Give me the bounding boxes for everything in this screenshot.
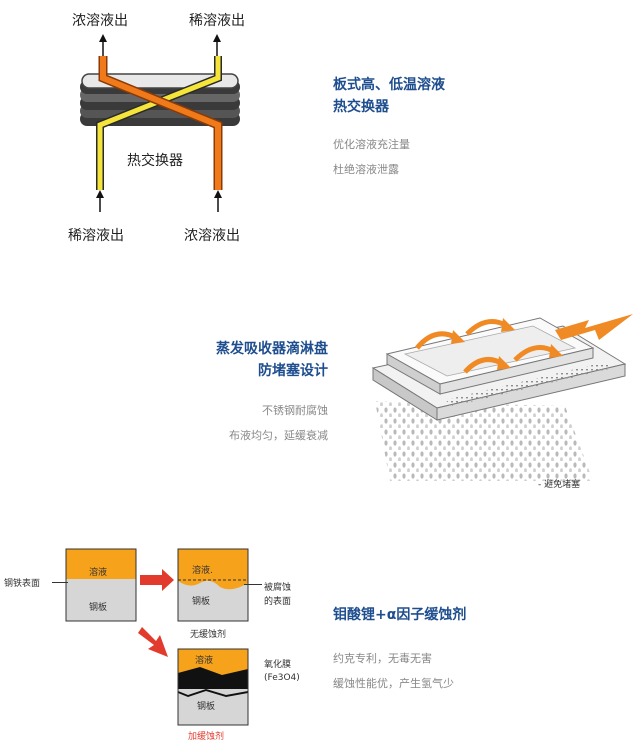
corrosion-graphic	[65, 548, 249, 726]
section3-desc-line1: 约克专利，无毒无害	[333, 652, 432, 665]
label-corroded-line1: 被腐蚀	[264, 583, 292, 593]
drip-tray-diagram	[365, 296, 635, 496]
label-plate-c: 钢板	[197, 702, 216, 712]
label-steel-surface: 钢铁表面	[4, 579, 41, 589]
label-oxide-line1: 氧化膜	[264, 660, 292, 670]
label-center: 热交换器	[127, 153, 183, 169]
section3-desc-line2: 缓蚀性能优，产生氢气少	[333, 677, 454, 690]
label-plate-b: 钢板	[192, 597, 211, 607]
label-with-inhibitor: 加缓蚀剂	[188, 732, 225, 742]
label-corroded-line2: 的表面	[264, 597, 292, 607]
section1-desc-line2: 杜绝溶液泄露	[333, 163, 399, 176]
section1-title-line2: 热交换器	[333, 99, 389, 115]
heat-exchanger-diagram	[55, 0, 285, 250]
leader-corroded-surface	[244, 584, 262, 585]
label-top-left: 浓溶液出	[72, 13, 128, 29]
heat-exchanger-graphic	[80, 34, 240, 212]
label-oxide-formula: (Fe3O4)	[264, 673, 300, 683]
section2-desc-line2: 布液均匀，延缓衰减	[229, 429, 328, 442]
section2-desc-line1: 不锈钢耐腐蚀	[262, 404, 328, 417]
leader-steel-surface	[52, 582, 68, 583]
section2-text: 蒸发吸收器滴淋盘 防堵塞设计 不锈钢耐腐蚀 布液均匀，延缓衰减	[216, 338, 328, 448]
section1-title-line1: 板式高、低温溶液	[333, 77, 445, 93]
label-no-inhibitor: 无缓蚀剂	[190, 630, 227, 640]
label-solution-b: 溶液.	[192, 566, 213, 576]
label-top-right: 稀溶液出	[189, 13, 245, 29]
section3-text: 钼酸锂+α因子缓蚀剂 约克专利，无毒无害 缓蚀性能优，产生氢气少	[333, 604, 466, 696]
corrosion-diagram	[60, 545, 260, 745]
drip-tray-caption: - 避免堵塞	[538, 480, 581, 490]
label-solution-c: 溶液	[195, 656, 214, 666]
section1-text: 板式高、低温溶液 热交换器 优化溶液充注量 杜绝溶液泄露	[333, 74, 445, 182]
label-bottom-left: 稀溶液出	[68, 228, 124, 244]
label-bottom-right: 浓溶液出	[184, 228, 240, 244]
section1-desc-line1: 优化溶液充注量	[333, 138, 410, 151]
label-solution-a: 溶液	[89, 568, 108, 578]
section2-title-line2: 防堵塞设计	[258, 363, 328, 379]
section3-title: 钼酸锂+α因子缓蚀剂	[333, 607, 467, 623]
label-plate-a: 钢板	[89, 603, 108, 613]
section2-title-line1: 蒸发吸收器滴淋盘	[216, 341, 328, 357]
drip-tray-graphic	[371, 314, 633, 481]
